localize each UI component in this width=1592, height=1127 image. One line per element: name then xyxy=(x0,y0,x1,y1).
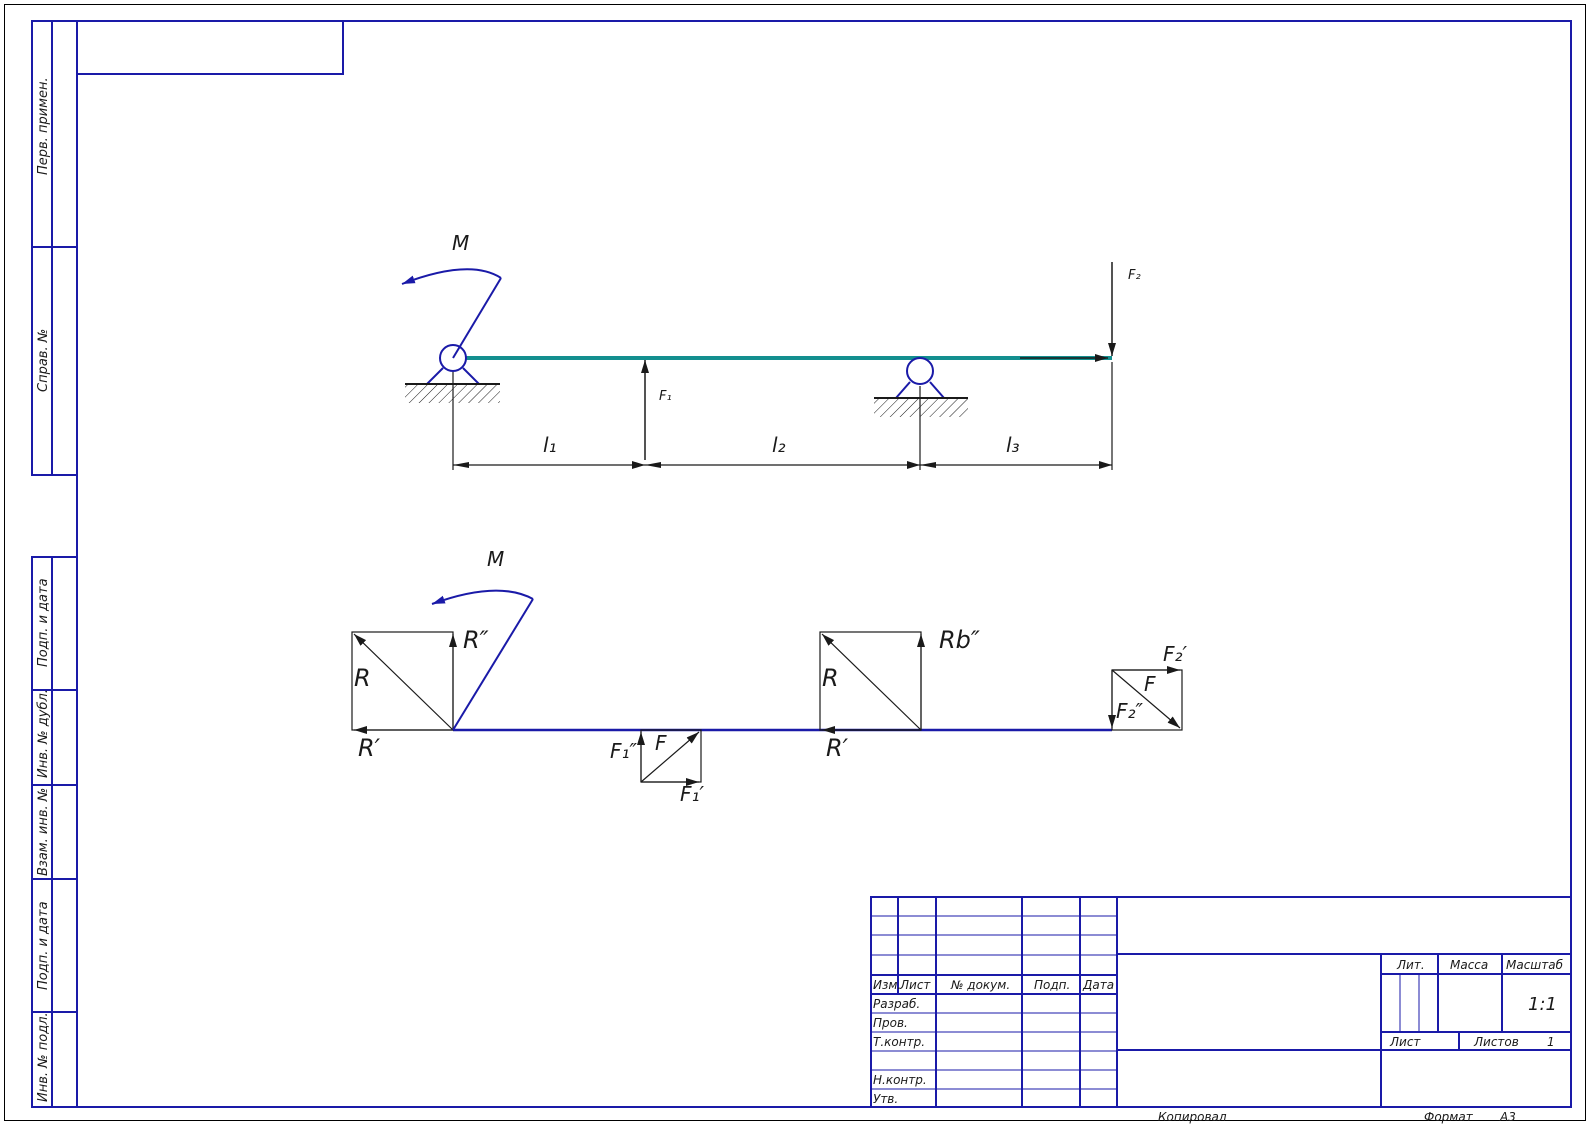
tb-utv: Утв. xyxy=(873,1092,898,1106)
force-f1-label: F₁ xyxy=(659,389,672,404)
force-f2-label: F₂ xyxy=(1128,268,1141,283)
moment-label-bottom: M xyxy=(487,547,504,571)
tb-listov-value: 1 xyxy=(1547,1035,1555,1049)
tb-list2: Лист xyxy=(1389,1035,1421,1049)
title-block xyxy=(870,896,1572,1108)
main-frame xyxy=(31,20,1572,1108)
dim-l2-label: l₂ xyxy=(772,433,786,457)
side-label-perv-primen: Перв. примен. xyxy=(36,77,51,175)
tb-kopiroval: Копировал xyxy=(1158,1110,1227,1124)
right-r-label: R xyxy=(822,664,839,692)
left-r-d-label: R′ xyxy=(358,734,381,762)
tb-izm: Изм. xyxy=(873,978,901,992)
sheet-trim-border xyxy=(4,4,1586,1121)
left-r-dd-label: R″ xyxy=(463,626,489,654)
side-label-podp-data-1: Подп. и дата xyxy=(36,578,51,667)
side-label-vzam-inv: Взам. инв. № xyxy=(36,788,51,876)
side-label-podp-data-2: Подп. и дата xyxy=(36,901,51,990)
tb-list: Лист xyxy=(899,978,931,992)
f1-resultant-label: F xyxy=(655,731,667,755)
tb-format-value: A3 xyxy=(1499,1110,1516,1124)
tb-masshtab: Масштаб xyxy=(1506,958,1564,972)
tb-razrab: Разраб. xyxy=(873,997,920,1011)
left-r-label: R xyxy=(354,664,371,692)
title-block-texts: Изм. Лист № докум. Подп. Дата Разраб. Пр… xyxy=(873,958,1564,1124)
side-stamp: Перв. примен. Справ. № Подп. и дата Инв.… xyxy=(36,77,51,1102)
moment-bottom: M xyxy=(431,547,534,731)
tb-no-dokum: № докум. xyxy=(950,978,1010,992)
f2-resultant-label: F xyxy=(1144,672,1156,696)
tb-scale-value: 1:1 xyxy=(1528,994,1557,1015)
tb-listov: Листов xyxy=(1473,1035,1519,1049)
f2-decomposition-box: F₂′ F F₂″ xyxy=(1108,642,1188,731)
f1-dd-label: F₁″ xyxy=(610,739,638,763)
side-label-inv-dubl: Инв. № дубл. xyxy=(36,689,51,778)
tb-podp: Подп. xyxy=(1034,978,1070,992)
left-reaction-box: R R″ R′ xyxy=(351,626,489,762)
dim-l1-label: l₁ xyxy=(543,433,557,457)
tb-massa: Масса xyxy=(1450,958,1488,972)
force-f2: F₂ xyxy=(1108,262,1141,356)
beam-scheme-top: M F₂ F₁ l₁ l₂ l₃ xyxy=(401,231,1141,470)
f1-decomposition-box: F₁″ F F₁′ xyxy=(610,729,705,806)
right-reaction-box: R Rb″ R′ xyxy=(819,626,980,762)
f2-d-label: F₂′ xyxy=(1163,642,1188,666)
dim-l3-label: l₃ xyxy=(1006,433,1020,457)
f2-dd-label: F₂″ xyxy=(1116,699,1144,723)
tb-tkontr: Т.контр. xyxy=(873,1035,925,1049)
side-label-inv-podl: Инв. № подл. xyxy=(36,1012,51,1102)
tb-nkontr: Н.контр. xyxy=(873,1073,927,1087)
f1-d-label: F₁′ xyxy=(680,782,705,806)
force-f1: F₁ xyxy=(641,360,672,460)
tb-prov: Пров. xyxy=(873,1016,908,1030)
right-r-d-label: R′ xyxy=(826,734,849,762)
beam-scheme-bottom: R R″ R′ M F₁″ F F₁′ xyxy=(351,547,1188,806)
tb-format: Формат xyxy=(1424,1110,1474,1124)
side-label-sprav-no: Справ. № xyxy=(36,329,51,392)
right-rb-dd-label: Rb″ xyxy=(939,626,980,654)
tb-data: Дата xyxy=(1082,978,1114,992)
tb-lit: Лит. xyxy=(1396,958,1425,972)
dimensions xyxy=(452,362,1113,470)
moment-top: M xyxy=(401,231,502,359)
moment-label-top: M xyxy=(452,231,469,255)
right-roller-support xyxy=(874,357,968,417)
